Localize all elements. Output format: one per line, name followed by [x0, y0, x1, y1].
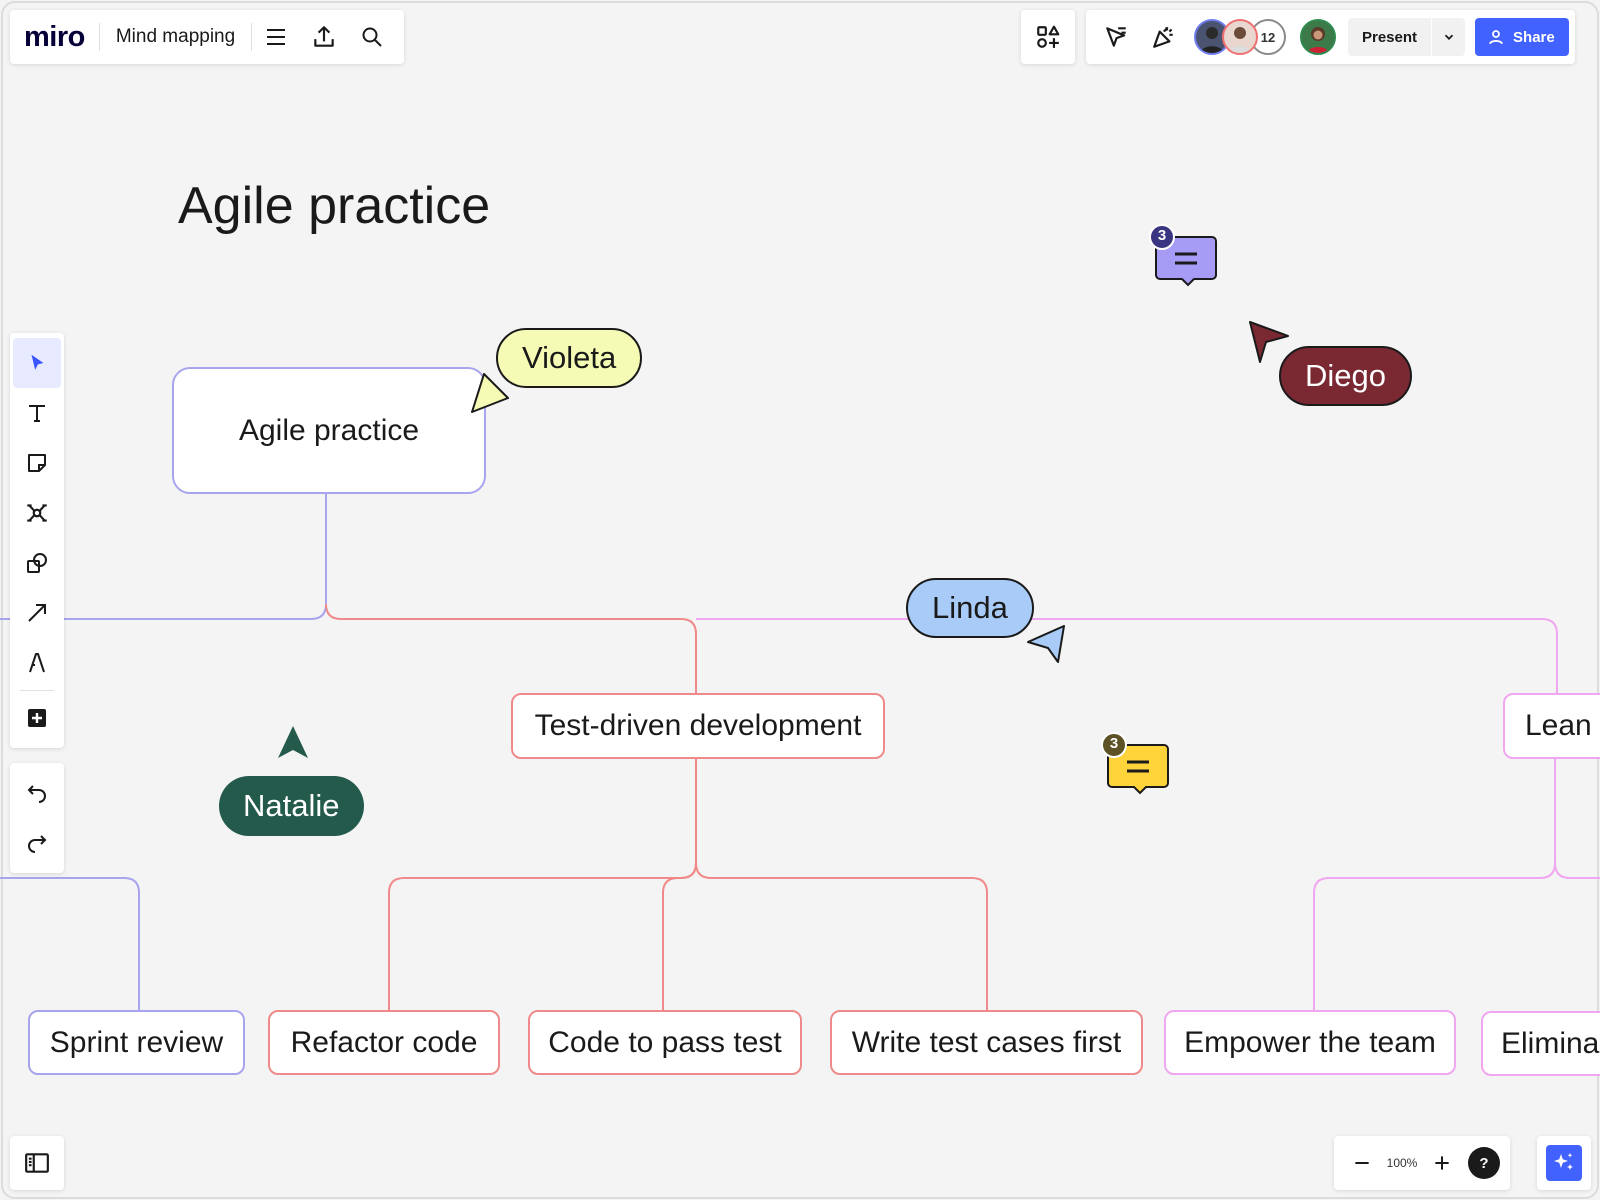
- mind-map-icon: [27, 504, 47, 522]
- sidebar-toggle-button[interactable]: [10, 1136, 64, 1190]
- apps-icon: [1037, 25, 1060, 48]
- cursor-label-natalie: Natalie: [219, 776, 364, 836]
- cursor-arrow-diego: [1249, 321, 1289, 363]
- select-tool[interactable]: [13, 338, 61, 388]
- mind-map-node-empower[interactable]: Empower the team: [1164, 1010, 1456, 1075]
- more-tools-button[interactable]: [13, 693, 61, 743]
- zoom-in-button[interactable]: [1424, 1139, 1460, 1187]
- party-popper-icon: [1153, 26, 1173, 48]
- connector-tdd-children: [388, 758, 697, 1010]
- ai-assist-button[interactable]: [1546, 1145, 1582, 1181]
- sticky-note-icon: [28, 454, 46, 472]
- cursor-arrow-violeta: [471, 373, 509, 413]
- sparkle-icon: [1554, 1153, 1573, 1170]
- present-dropdown[interactable]: [1431, 18, 1465, 56]
- celebrate-button[interactable]: [1140, 13, 1188, 61]
- history-toolbar: [10, 763, 64, 873]
- cursor-label-diego: Diego: [1279, 346, 1412, 406]
- mind-map-node-tdd[interactable]: Test-driven development: [511, 693, 885, 759]
- connector-write-tests: [695, 862, 988, 1010]
- undo-button[interactable]: [13, 768, 61, 818]
- menu-icon: [267, 29, 286, 45]
- sticky-note-tool[interactable]: [13, 438, 61, 488]
- connector-sprint-review: [0, 877, 140, 1010]
- connector-root-lean: [696, 618, 1558, 693]
- mind-map-root-node[interactable]: Agile practice: [172, 367, 486, 494]
- comment-thread[interactable]: 3: [1148, 223, 1222, 300]
- present-button[interactable]: Present: [1348, 18, 1466, 56]
- follow-cursor-button[interactable]: [1092, 13, 1140, 61]
- cursor-label-linda: Linda: [906, 578, 1034, 638]
- zoom-level[interactable]: 100%: [1386, 1156, 1418, 1170]
- select-cursor-icon: [31, 354, 44, 370]
- comment-thread[interactable]: 3: [1100, 731, 1174, 808]
- arrow-connector-icon: [28, 604, 46, 622]
- cursor-arrow-linda: [1027, 625, 1065, 663]
- mind-map-node-write-tests[interactable]: Write test cases first: [830, 1010, 1143, 1075]
- cursor-label-violeta: Violeta: [496, 328, 643, 388]
- undo-icon: [27, 785, 46, 803]
- mind-map-node-lean[interactable]: Lean: [1503, 693, 1600, 759]
- divider: [98, 23, 100, 51]
- sidebar-panel-icon: [25, 1153, 49, 1173]
- board-name[interactable]: Mind mapping: [115, 26, 236, 47]
- share-button[interactable]: Share: [1475, 18, 1569, 56]
- mind-map-node-eliminate[interactable]: Elimina: [1481, 1011, 1600, 1076]
- mind-map-node-code-pass[interactable]: Code to pass test: [528, 1010, 802, 1075]
- redo-icon: [28, 835, 47, 853]
- comment-count-badge: 3: [1157, 227, 1167, 244]
- connector-lean-right: [1554, 862, 1600, 879]
- more-tools-icon: [28, 709, 46, 727]
- upload-icon: [314, 26, 334, 47]
- creation-toolbar: [10, 333, 64, 748]
- my-avatar[interactable]: [1300, 19, 1336, 55]
- minus-icon: [1355, 1162, 1369, 1164]
- mind-map-tool[interactable]: [13, 488, 61, 538]
- comment-bubble-icon: [1101, 732, 1169, 795]
- mind-map-node-sprint-review[interactable]: Sprint review: [28, 1010, 245, 1075]
- user-icon: [1489, 30, 1503, 45]
- comment-bubble-icon: [1149, 224, 1217, 287]
- plus-icon: [1435, 1156, 1449, 1170]
- shapes-tool[interactable]: [13, 538, 61, 588]
- text-icon: [29, 405, 45, 422]
- mind-map-node-refactor[interactable]: Refactor code: [268, 1010, 500, 1075]
- board-title-text[interactable]: Agile practice: [178, 177, 491, 235]
- present-label: Present: [1362, 28, 1418, 46]
- avatar-stack[interactable]: 12: [1194, 19, 1286, 55]
- connector-lean-children: [1313, 758, 1556, 1010]
- connector-root-tdd: [325, 603, 697, 693]
- search-icon: [362, 27, 382, 47]
- zoom-out-button[interactable]: [1344, 1139, 1380, 1187]
- search-button[interactable]: [348, 13, 396, 61]
- pen-tool[interactable]: [13, 638, 61, 688]
- connector-tool[interactable]: [13, 588, 61, 638]
- zoom-controls: 100% ?: [1334, 1136, 1510, 1190]
- board-header: miro Mind mapping: [10, 10, 405, 64]
- cursor-follow-icon: [1106, 27, 1126, 47]
- divider: [251, 23, 253, 51]
- pen-icon: [29, 653, 45, 673]
- chevron-down-icon: [1444, 34, 1453, 40]
- apps-button[interactable]: [1021, 10, 1075, 64]
- comment-count-badge: 3: [1109, 735, 1119, 752]
- help-button[interactable]: ?: [1468, 1147, 1500, 1179]
- toolbar-divider: [20, 690, 54, 691]
- connector-code-pass: [662, 862, 697, 1010]
- miro-logo[interactable]: miro: [24, 20, 85, 53]
- menu-button[interactable]: [252, 13, 300, 61]
- cursor-arrow-natalie: [278, 726, 308, 758]
- avatar[interactable]: [1222, 19, 1258, 55]
- collaboration-bar: 12 Present Share: [1086, 10, 1575, 64]
- text-tool[interactable]: [13, 388, 61, 438]
- shapes-icon: [27, 553, 47, 573]
- redo-button[interactable]: [13, 818, 61, 868]
- share-label: Share: [1513, 28, 1555, 46]
- export-button[interactable]: [300, 13, 348, 61]
- ai-assist-panel: [1537, 1136, 1591, 1190]
